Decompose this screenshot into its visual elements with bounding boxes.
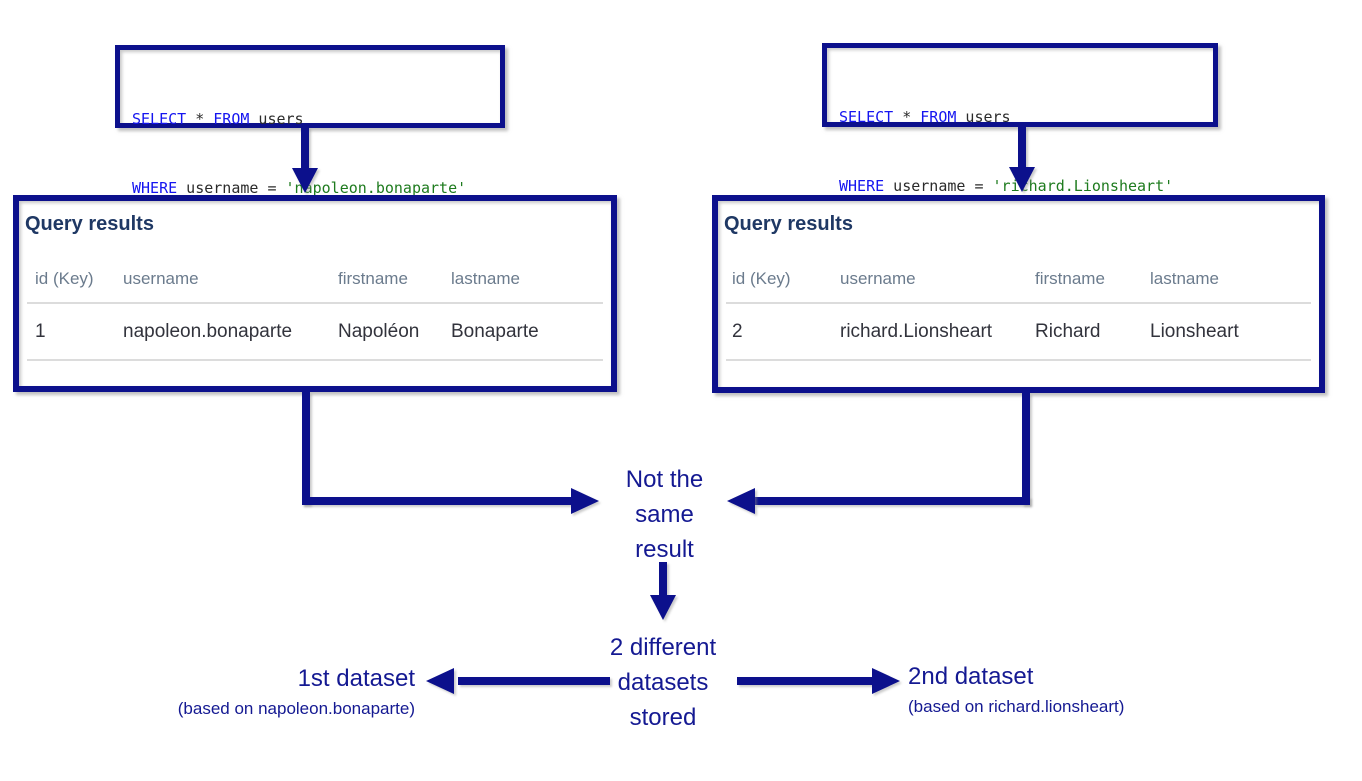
sql-query-box-left: SELECT * FROM users WHERE username = 'na… xyxy=(115,45,505,197)
sql-keyword: WHERE xyxy=(132,179,178,197)
column-header-firstname: firstname xyxy=(338,269,408,288)
results-title: Query results xyxy=(25,213,154,235)
second-dataset-label: 2nd dataset (based on richard.lionsheart… xyxy=(908,662,1238,718)
label-line: datasets xyxy=(617,669,709,696)
column-header-id: id (Key) xyxy=(732,269,791,288)
label-line: result xyxy=(635,536,694,563)
not-same-result-label: Not the same result xyxy=(592,462,737,567)
column-header-firstname: firstname xyxy=(1035,269,1105,288)
row-divider xyxy=(726,359,1311,361)
sql-text: username = xyxy=(884,177,993,195)
connector-vertical-shaft xyxy=(1022,393,1030,505)
arrow-down-head-icon xyxy=(650,595,676,620)
arrow-shaft xyxy=(301,127,309,170)
sql-text: username = xyxy=(177,179,286,197)
sql-keyword: SELECT xyxy=(132,110,187,128)
sql-line: SELECT * FROM users xyxy=(132,108,466,131)
arrow-down-head-icon xyxy=(292,168,318,193)
arrow-right-head-icon xyxy=(571,488,599,514)
row-cell-id: 2 xyxy=(732,321,743,342)
sql-keyword: SELECT xyxy=(839,108,894,126)
arrow-left-head-icon xyxy=(727,488,755,514)
row-cell-lastname: Lionsheart xyxy=(1150,321,1239,342)
query-results-box-right: Query results id (Key) username firstnam… xyxy=(712,195,1325,393)
arrow-shaft xyxy=(737,677,872,685)
sql-string: 'richard.Lionsheart' xyxy=(992,177,1174,195)
row-cell-firstname: Napoléon xyxy=(338,321,420,342)
arrow-right-head-icon xyxy=(872,668,900,694)
sql-text: users xyxy=(249,110,304,128)
arrow-shaft xyxy=(1018,126,1026,169)
column-header-lastname: lastname xyxy=(451,269,520,288)
query-results-box-left: Query results id (Key) username firstnam… xyxy=(13,195,617,392)
second-dataset-title: 2nd dataset xyxy=(908,663,1034,690)
header-divider xyxy=(27,302,603,304)
sql-string: 'napoleon.bonaparte' xyxy=(285,179,467,197)
label-line: 2 different xyxy=(609,634,717,661)
row-cell-id: 1 xyxy=(35,321,46,342)
row-cell-lastname: Bonaparte xyxy=(451,321,539,342)
column-header-lastname: lastname xyxy=(1150,269,1219,288)
sql-line: WHERE username = 'napoleon.bonaparte' xyxy=(132,177,466,200)
sql-line: WHERE username = 'richard.Lionsheart' xyxy=(839,175,1173,198)
results-title: Query results xyxy=(724,213,853,235)
sql-keyword: WHERE xyxy=(839,177,885,195)
arrow-shaft xyxy=(458,677,610,685)
row-cell-username: richard.Lionsheart xyxy=(840,321,993,342)
arrow-left-head-icon xyxy=(426,668,454,694)
sql-line: SELECT * FROM users xyxy=(839,106,1173,129)
column-header-username: username xyxy=(123,269,199,288)
sql-text: * xyxy=(186,110,214,128)
sql-text: * xyxy=(893,108,921,126)
header-divider xyxy=(726,302,1311,304)
second-dataset-caption: (based on richard.lionsheart) xyxy=(908,697,1125,716)
sql-keyword: FROM xyxy=(213,110,250,128)
connector-vertical-shaft xyxy=(302,392,310,505)
datasets-stored-label: 2 different datasets stored xyxy=(573,630,753,735)
sql-code-right: SELECT * FROM users WHERE username = 'ri… xyxy=(839,60,1173,244)
sql-keyword: FROM xyxy=(920,108,957,126)
first-dataset-caption: (based on napoleon.bonaparte) xyxy=(177,699,415,718)
label-line: stored xyxy=(629,704,697,731)
row-cell-username: napoleon.bonaparte xyxy=(123,321,293,342)
arrow-shaft xyxy=(659,562,667,597)
column-header-username: username xyxy=(840,269,916,288)
sql-text: users xyxy=(956,108,1011,126)
connector-horizontal-shaft xyxy=(302,497,572,505)
arrow-down-head-icon xyxy=(1009,167,1035,192)
connector-horizontal-shaft xyxy=(755,497,1030,505)
label-line: same xyxy=(635,501,694,528)
column-header-id: id (Key) xyxy=(35,269,94,288)
first-dataset-title: 1st dataset xyxy=(297,665,415,692)
first-dataset-label: 1st dataset (based on napoleon.bonaparte… xyxy=(118,664,415,720)
sql-code-left: SELECT * FROM users WHERE username = 'na… xyxy=(132,62,466,246)
row-divider xyxy=(27,359,603,361)
label-line: Not the xyxy=(625,466,704,493)
sql-query-box-right: SELECT * FROM users WHERE username = 'ri… xyxy=(822,43,1218,195)
row-cell-firstname: Richard xyxy=(1035,321,1101,342)
